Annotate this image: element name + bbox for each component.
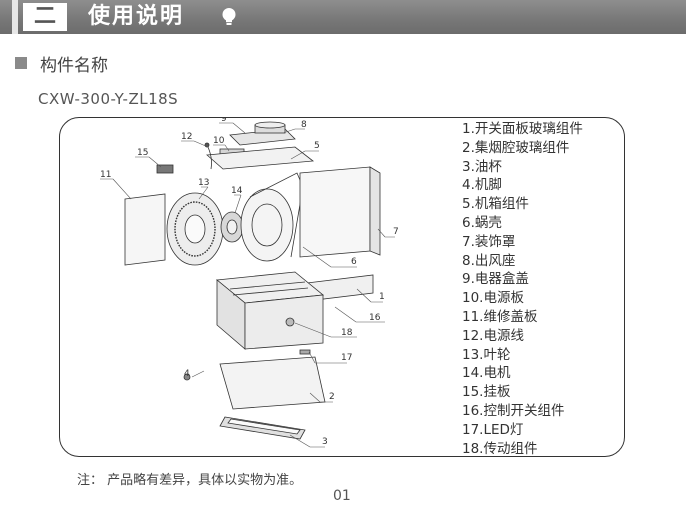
section-square-icon	[15, 57, 27, 69]
diagram-label-4: 4	[184, 369, 190, 379]
part-air-outlet-seat	[254, 121, 286, 134]
model-number: CXW-300-Y-ZL18S	[38, 90, 179, 108]
parts-list-item: 14.电机	[462, 365, 511, 382]
parts-list: 1.开关面板玻璃组件 2.集烟腔玻璃组件 3.油杯 4.机脚 5.机箱组件 6.…	[462, 120, 583, 458]
parts-list-item: 12.电源线	[462, 327, 524, 344]
diagram-label-8: 8	[301, 120, 307, 130]
part-housing	[216, 271, 324, 350]
diagram-label-18: 18	[341, 328, 353, 338]
part-led-lamp	[299, 349, 311, 355]
diagram-label-1: 1	[379, 292, 385, 302]
header-accent-bar	[12, 0, 18, 34]
diagram-label-11: 11	[100, 170, 111, 180]
part-cabinet-top	[206, 146, 315, 170]
diagram-label-16: 16	[369, 313, 381, 323]
part-foot	[183, 373, 191, 381]
diagram-label-14: 14	[231, 186, 243, 196]
parts-list-item: 4.机脚	[462, 177, 502, 194]
part-oil-cup	[219, 416, 306, 440]
section-header-band: 二 使用说明	[0, 0, 686, 34]
part-decorative-hood	[299, 166, 381, 258]
diagram-label-9: 9	[221, 117, 227, 124]
part-chamber-glass	[219, 356, 326, 410]
parts-list-item: 1.开关面板玻璃组件	[462, 121, 583, 137]
diagram-label-2: 2	[329, 392, 335, 402]
parts-list-item: 2.集烟腔玻璃组件	[462, 139, 570, 156]
diagram-label-13: 13	[198, 178, 209, 188]
parts-list-item: 6.蜗壳	[462, 214, 502, 231]
part-motor	[220, 211, 244, 243]
parts-list-item: 13.叶轮	[462, 346, 511, 363]
parts-list-item: 15.挂板	[462, 384, 511, 401]
diagram-label-3: 3	[322, 437, 328, 447]
parts-list-item: 17.LED灯	[462, 421, 524, 438]
part-maintenance-cover	[124, 193, 166, 266]
parts-list-item: 7.装饰罩	[462, 233, 516, 250]
page-number: 01	[333, 488, 351, 504]
part-hanging-plate	[156, 164, 174, 174]
parts-list-item: 10.电源板	[462, 290, 524, 307]
diagram-label-17: 17	[341, 353, 352, 363]
parts-list-item: 9.电器盒盖	[462, 271, 529, 288]
diagram-label-15: 15	[137, 148, 148, 158]
parts-list-item: 11.维修盖板	[462, 308, 538, 325]
diagram-label-12: 12	[181, 132, 192, 142]
part-impeller	[166, 192, 224, 266]
diagram-label-10: 10	[213, 136, 225, 146]
diagram-label-7: 7	[393, 227, 399, 237]
disclaimer-note: 注： 产品略有差异，具体以实物为准。	[77, 473, 303, 488]
diagram-label-5: 5	[314, 141, 320, 151]
part-transmission	[285, 317, 295, 327]
exploded-view-diagram: 1 2 3 4 5 6 7 8 9 10 11 12 13 14 15 16 1…	[100, 117, 399, 448]
parts-list-item: 16.控制开关组件	[462, 402, 565, 419]
section-title: 使用说明	[88, 4, 185, 29]
diagram-frame	[59, 117, 625, 457]
parts-list-item: 8.出风座	[462, 252, 516, 269]
lightbulb-icon	[222, 8, 236, 25]
parts-list-item: 18.传动组件	[462, 440, 538, 457]
parts-list-item: 5.机箱组件	[462, 196, 529, 213]
part-volute	[240, 172, 304, 262]
diagram-label-6: 6	[351, 257, 357, 267]
subsection-title: 构件名称	[40, 56, 108, 76]
parts-list-item: 3.油杯	[462, 158, 502, 175]
section-number: 二	[23, 3, 67, 31]
